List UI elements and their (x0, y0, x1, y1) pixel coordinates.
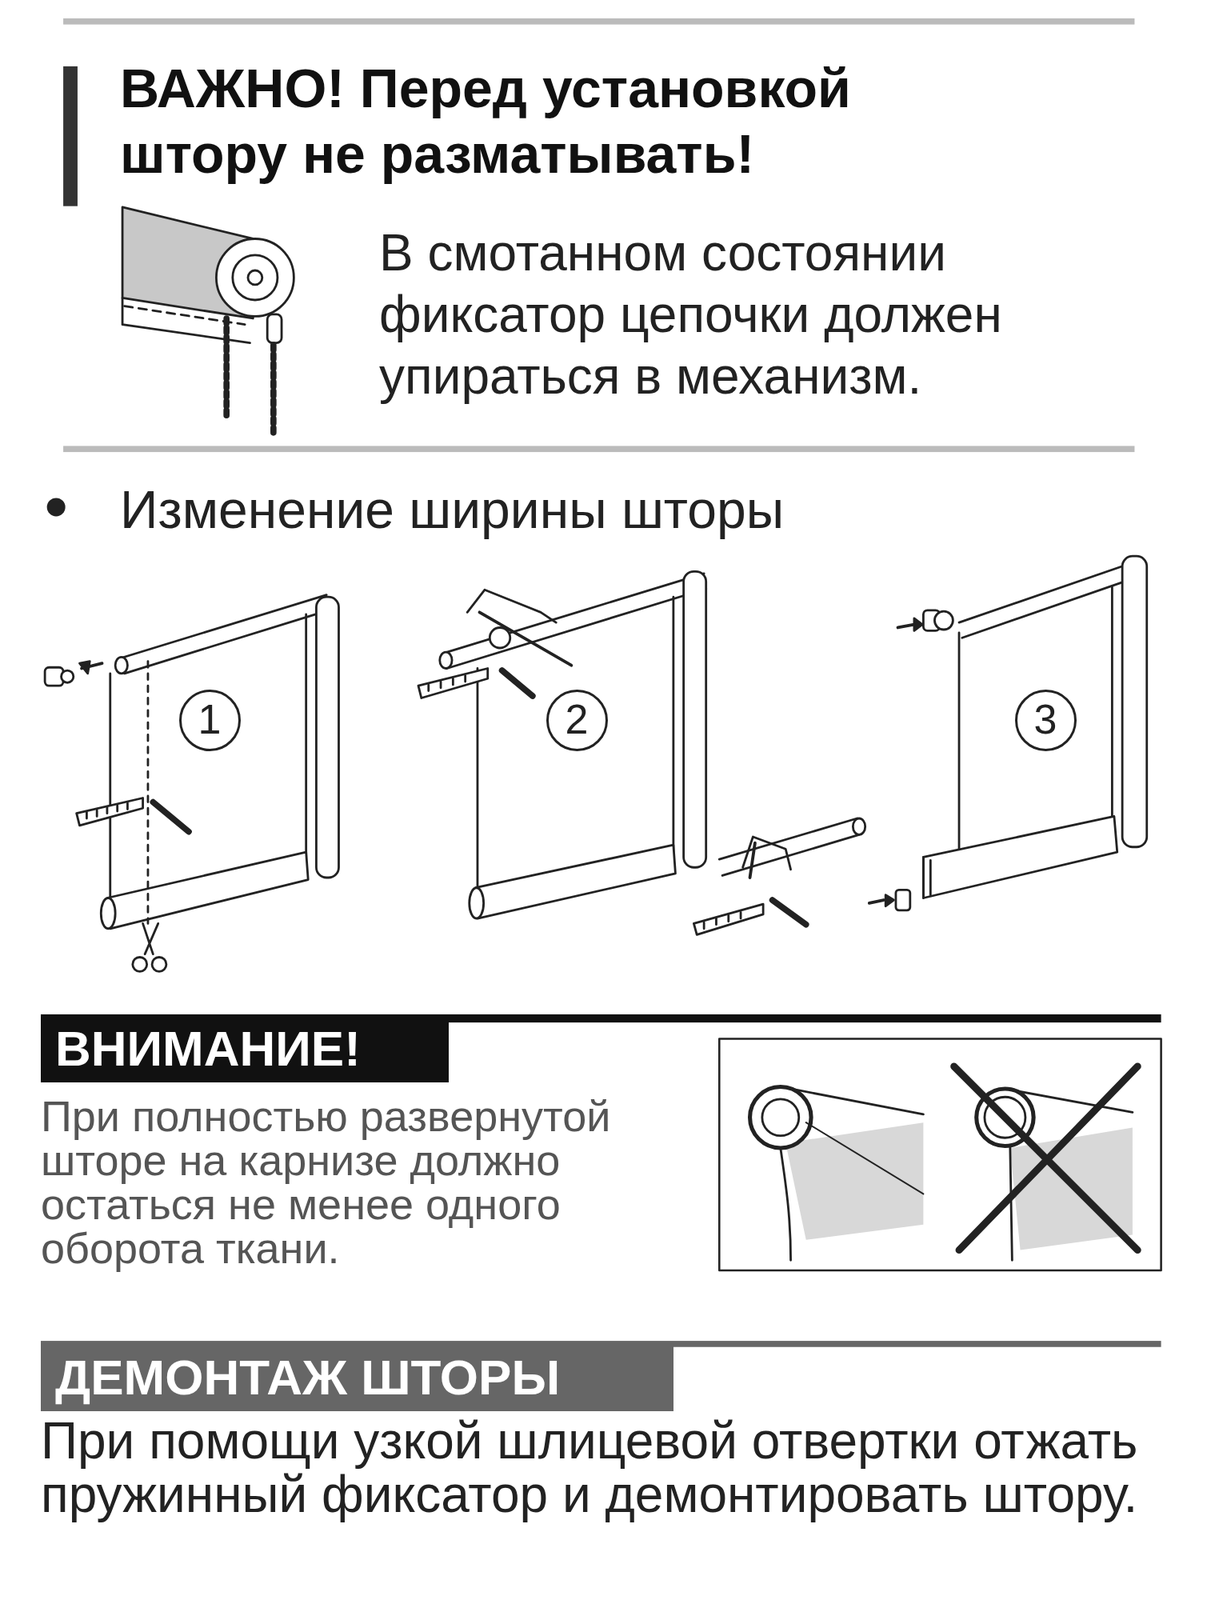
callout-text: 2 (565, 696, 589, 743)
callout-number: 1 (179, 689, 241, 752)
callout-number: 3 (1015, 689, 1077, 752)
band-title: ВНИМАНИЕ! (55, 1021, 361, 1076)
attention-text: При полностью развернутой шторе на карни… (40, 1094, 705, 1271)
section-heading: Изменение ширины шторы (119, 478, 1080, 542)
band-title: ДЕМОНТАЖ ШТОРЫ (55, 1350, 560, 1405)
callout-number: 2 (546, 689, 608, 752)
callout-text: 1 (198, 696, 222, 743)
note-text: В смотанном состоянии фиксатор цепочки д… (379, 222, 1116, 407)
callout-text: 3 (1034, 696, 1058, 743)
warning-heading: ВАЖНО! Перед установкой штору не разматы… (119, 55, 1000, 187)
removal-text: При помощи узкой шлицевой отвертки отжат… (40, 1414, 1161, 1522)
section-band: ДЕМОНТАЖ ШТОРЫ (40, 1343, 674, 1411)
section-band: ВНИМАНИЕ! (40, 1015, 449, 1083)
